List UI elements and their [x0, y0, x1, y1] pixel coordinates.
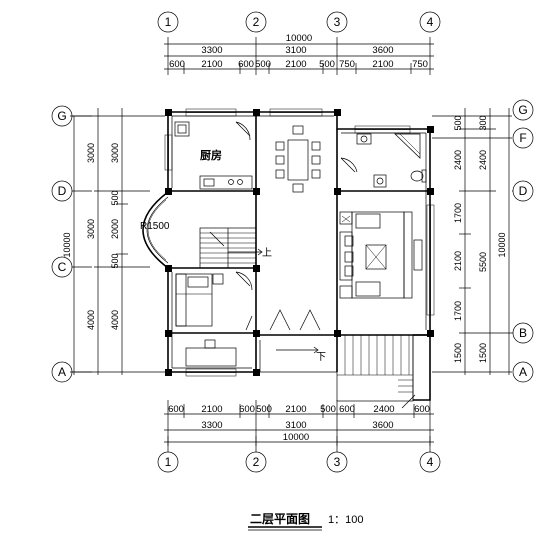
axis-label: 3: [334, 15, 341, 29]
bedroom: [175, 271, 253, 367]
bottom-detail-dim: 600: [414, 404, 430, 415]
axis-label: 1: [165, 15, 172, 29]
bottom-detail-dim: 2100: [285, 404, 306, 415]
right-inner-dim: 2400: [453, 150, 463, 170]
right-inner-dim: 2100: [453, 251, 463, 271]
left-outer-dim: 4000: [86, 310, 96, 330]
axis-label: C: [58, 260, 67, 274]
axis-label: A: [58, 365, 66, 379]
left-inner-dim: 500: [110, 253, 120, 268]
bottom-span-dim: 3100: [285, 420, 306, 431]
bottom-span-dim: 3300: [201, 420, 222, 431]
top-detail-dim: 600: [238, 59, 254, 70]
right-inner-dim: 1700: [453, 301, 463, 321]
stair-up-label: 上: [262, 247, 272, 259]
axis-label: A: [519, 365, 527, 379]
axis-label: B: [519, 326, 527, 340]
top-detail-dim: 2100: [285, 59, 306, 70]
axis-label: F: [519, 131, 526, 145]
right-inner-dim: 500: [453, 115, 463, 130]
arc-radius-label: R1500: [140, 221, 170, 232]
bottom-dimensions: 600 2100 600 500 2100 500 600 2400 600 3…: [164, 400, 434, 446]
right-outer-dim: 2400: [478, 150, 488, 170]
scale-label: 1：100: [328, 514, 363, 526]
living-room: [339, 211, 423, 299]
right-inner-dim: 1500: [453, 343, 463, 363]
kitchen: 厨房: [174, 121, 253, 190]
left-outer-dim: 3000: [86, 219, 96, 239]
right-outer-dim: 300: [478, 115, 488, 130]
right-row-axis-markers: G F D B A: [432, 99, 534, 383]
axis-label: 2: [253, 455, 260, 469]
structural-columns: [165, 109, 434, 376]
bottom-total-dim: 10000: [283, 432, 309, 443]
bottom-detail-dim: 2400: [373, 404, 394, 415]
top-detail-dim: 750: [412, 59, 428, 70]
bottom-detail-dim: 600: [239, 404, 255, 415]
left-inner-dim: 3000: [110, 143, 120, 163]
top-detail-dim: 600: [169, 59, 185, 70]
left-inner-dim: 2000: [110, 219, 120, 239]
bathroom: [340, 133, 427, 188]
axis-label: 3: [334, 455, 341, 469]
right-inner-dim: 1700: [453, 203, 463, 223]
bay-window-arc: R1500: [140, 191, 170, 269]
bottom-detail-dim: 600: [339, 404, 355, 415]
axis-label: D: [58, 184, 67, 198]
drawing-title: 二层平面图 1：100: [248, 512, 363, 531]
left-row-axis-markers: G D C A: [51, 105, 92, 383]
top-total-dim: 10000: [286, 33, 312, 44]
dining-area: [275, 125, 321, 193]
left-inner-dim: 500: [110, 190, 120, 205]
left-dimensions: 10000 3000 3000 4000 3000 500 2000 500 4…: [62, 108, 165, 375]
right-outer-dim: 1500: [478, 343, 488, 363]
axis-label: 2: [253, 15, 260, 29]
top-span-dim: 3300: [201, 45, 222, 56]
bottom-span-dim: 3600: [372, 420, 393, 431]
left-inner-dim: 4000: [110, 310, 120, 330]
top-detail-dim: 2100: [201, 59, 222, 70]
bottom-detail-dim: 600: [168, 404, 184, 415]
right-total-dim: 10000: [497, 232, 507, 257]
staircase-down: 下: [269, 309, 431, 409]
staircase-up: 上: [199, 227, 272, 269]
windows: [164, 108, 435, 377]
title-label: 二层平面图: [250, 512, 310, 526]
axis-label: G: [518, 103, 527, 117]
axis-label: D: [519, 184, 528, 198]
top-detail-dim: 500: [319, 59, 335, 70]
top-detail-dim: 750: [339, 59, 355, 70]
left-total-dim: 10000: [62, 232, 72, 257]
kitchen-label: 厨房: [200, 148, 222, 162]
top-dimensions: 10000 3300 3100 3600 600 2100 600 500 21…: [164, 33, 434, 75]
axis-label: 4: [427, 15, 434, 29]
axis-label: 4: [427, 455, 434, 469]
right-dimensions: 500 2400 1700 2100 1700 1500 300 2400 55…: [432, 108, 512, 375]
top-detail-dim: 500: [255, 59, 271, 70]
right-outer-dim: 5500: [478, 252, 488, 272]
top-detail-dim: 2100: [372, 59, 393, 70]
bottom-detail-dim: 2100: [201, 404, 222, 415]
axis-label: G: [57, 109, 66, 123]
bottom-detail-dim: 500: [256, 404, 272, 415]
left-outer-dim: 3000: [86, 143, 96, 163]
top-span-dim: 3100: [285, 45, 306, 56]
stair-down-label: 下: [316, 352, 326, 363]
top-span-dim: 3600: [372, 45, 393, 56]
bottom-detail-dim: 500: [320, 404, 336, 415]
axis-label: 1: [165, 455, 172, 469]
